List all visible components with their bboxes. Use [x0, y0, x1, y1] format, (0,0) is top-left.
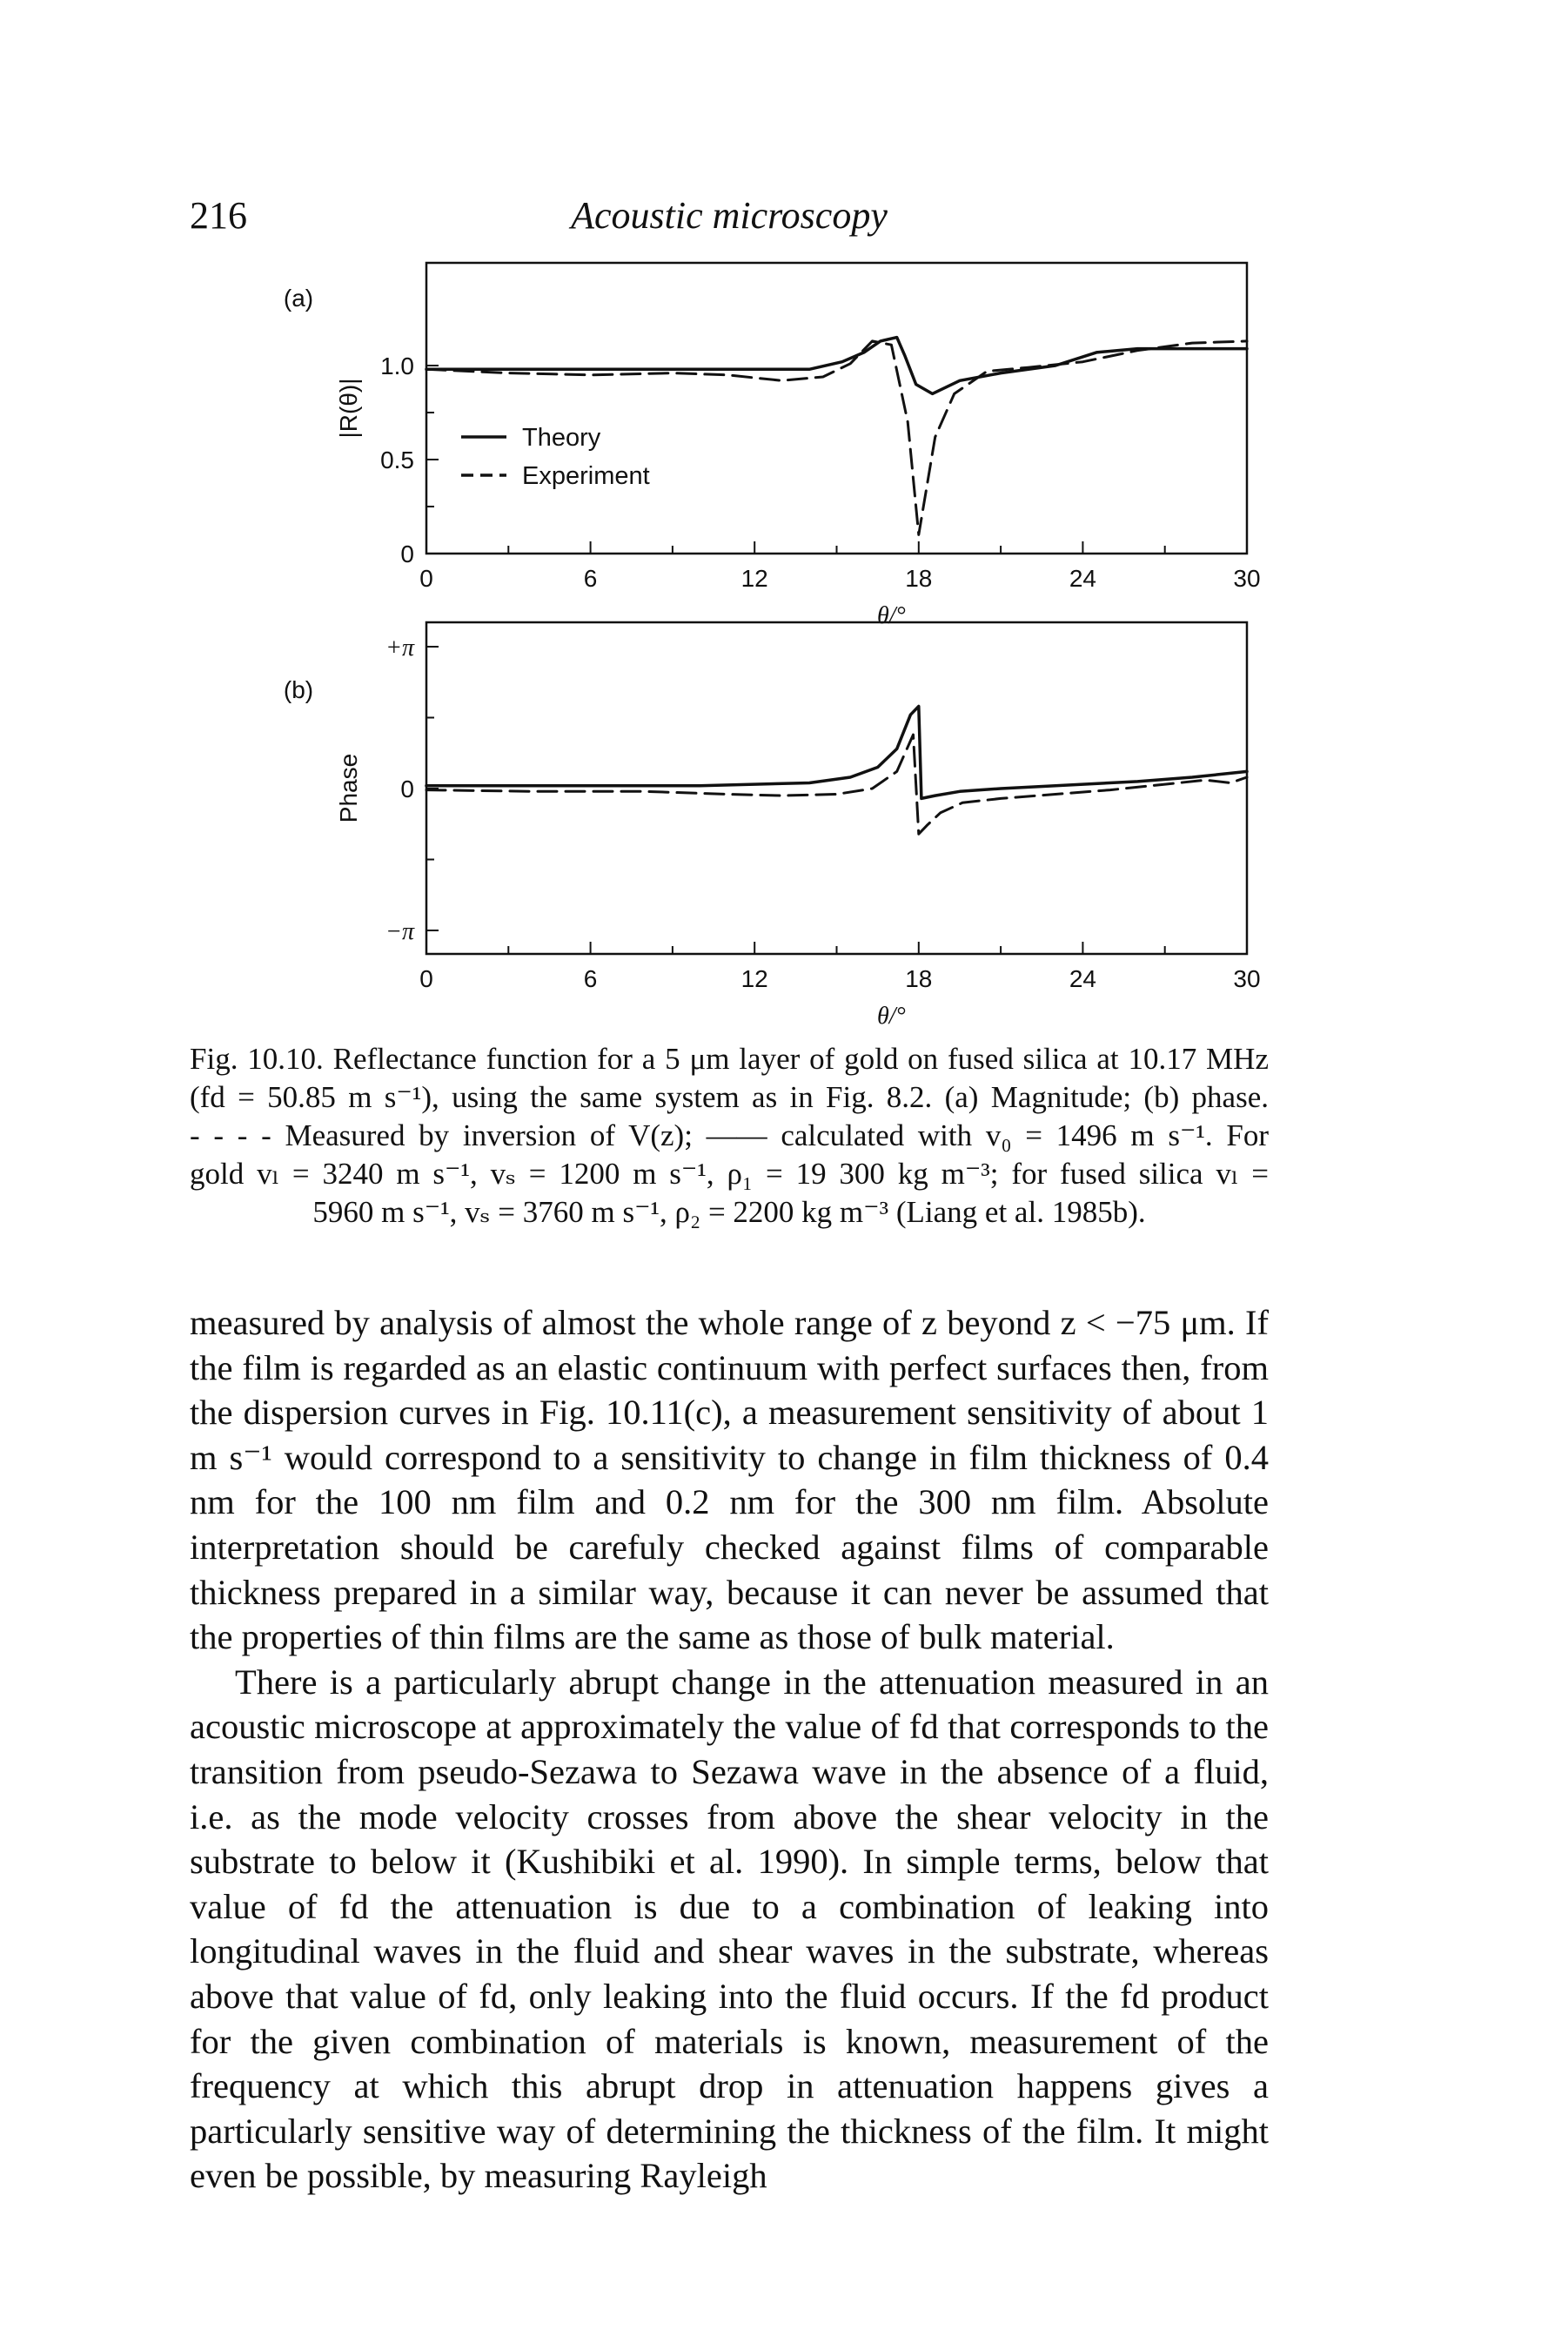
x-tick-label: 18 — [905, 565, 932, 592]
plot-frame — [425, 261, 1249, 555]
caption-line: Fig. 10.10. Reflectance function for a 5… — [190, 1042, 1269, 1076]
figure-caption: Fig. 10.10. Reflectance function for a 5… — [190, 1040, 1269, 1232]
series-line-experiment — [425, 339, 1249, 536]
x-axis-label: θ/° — [877, 602, 906, 629]
x-tick-label: 12 — [741, 965, 768, 992]
caption-line: (fd = 50.85 m s⁻¹), using the same syste… — [190, 1080, 1269, 1114]
caption-line: gold vₗ = 3240 m s⁻¹, vₛ = 1200 m s⁻¹, ρ… — [190, 1157, 1269, 1191]
x-tick-label: 12 — [741, 565, 768, 592]
series-line-theory — [425, 335, 1249, 396]
caption-line: 5960 m s⁻¹, vₛ = 3760 m s⁻¹, ρ₂ = 2200 k… — [312, 1195, 1146, 1229]
x-axis-label: θ/° — [877, 1003, 906, 1030]
y-axis-label: Phase — [335, 754, 362, 822]
page-number: 216 — [190, 194, 247, 237]
x-tick-label: 30 — [1233, 965, 1260, 992]
y-tick-label: 0 — [400, 776, 414, 802]
magnitude-chart: (a) 0 6 12 18 24 30 0 0.5 1.0 |R(θ)| θ/° TheoryExper… — [284, 261, 1261, 629]
y-tick-label: 1.0 — [380, 352, 414, 379]
plot-frame — [425, 621, 1249, 956]
series-line-theory — [425, 704, 1249, 801]
body-text: measured by analysis of almost the whole… — [190, 1300, 1269, 2199]
x-tick-label: 0 — [419, 565, 433, 592]
x-tick-label: 0 — [419, 965, 433, 992]
y-tick-label: 0 — [400, 540, 414, 567]
caption-line: - - - - Measured by inversion of V(z); —… — [190, 1118, 1269, 1152]
x-tick-label: 6 — [584, 965, 598, 992]
series-line-experiment — [425, 733, 1249, 836]
running-title: Acoustic microscopy — [571, 194, 888, 237]
x-tick-label: 30 — [1233, 565, 1260, 592]
x-tick-label: 24 — [1069, 565, 1096, 592]
y-axis-label: |R(θ)| — [335, 379, 362, 439]
y-tick-label: 0.5 — [380, 446, 414, 473]
panel-label: (a) — [284, 285, 313, 312]
page-header: 216 Acoustic microscopy — [190, 193, 1269, 254]
panel-label: (b) — [284, 676, 313, 703]
y-tick-label: +π — [385, 634, 415, 661]
x-tick-label: 18 — [905, 965, 932, 992]
reflectance-figure: (a) 0 6 12 18 24 30 0 0.5 1.0 |R(θ)| θ/° TheoryExper… — [284, 261, 1261, 1030]
x-tick-label: 6 — [584, 565, 598, 592]
paragraph: There is a particularly abrupt change in… — [190, 1662, 1269, 2196]
y-tick-label: −π — [385, 918, 415, 945]
legend-label: Experiment — [522, 462, 650, 490]
x-tick-label: 24 — [1069, 965, 1096, 992]
paragraph: measured by analysis of almost the whole… — [190, 1303, 1269, 1657]
legend-label: Theory — [522, 424, 601, 452]
